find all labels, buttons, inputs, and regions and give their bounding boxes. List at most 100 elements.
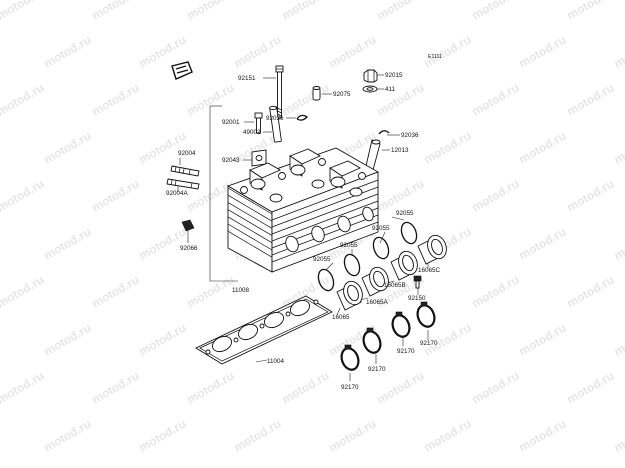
watermark-text: motod.ru: [42, 224, 94, 262]
watermark-text: motod.ru: [375, 368, 427, 406]
watermark-text: motod.ru: [185, 0, 237, 23]
watermark-text: motod.ru: [185, 80, 237, 118]
callout-92004A: 92004A: [166, 190, 189, 197]
nut-92015: [363, 69, 378, 83]
watermark-text: motod.ru: [0, 176, 47, 214]
watermark-text: motod.ru: [565, 80, 617, 118]
callout-92036-upper: 92036: [266, 115, 284, 122]
watermark-text: motod.ru: [422, 416, 474, 454]
watermark-text: motod.ru: [90, 0, 142, 23]
watermark-text: motod.ru: [232, 416, 284, 454]
watermark-text: motod.ru: [565, 0, 617, 23]
holder-16065C: [417, 234, 447, 265]
watermark-text: motod.ru: [565, 272, 617, 310]
watermark-text: motod.ru: [137, 224, 189, 262]
watermark-text: motod.ru: [185, 368, 237, 406]
callout-92015: 92015: [385, 72, 403, 79]
ref-code: E1111: [428, 54, 442, 60]
callout-16065: 16065: [332, 314, 350, 321]
watermark-text: motod.ru: [0, 0, 47, 23]
long-stud-92151: [275, 65, 284, 119]
watermark-text: motod.ru: [517, 320, 569, 358]
callout-92055-d: 92055: [313, 256, 331, 263]
stud-92004A: [166, 178, 200, 190]
clip-92036-right: [378, 130, 390, 135]
watermark-text: motod.ru: [470, 80, 522, 118]
o-rings-92055: [317, 221, 418, 292]
watermark-text: motod.ru: [327, 32, 379, 70]
watermark-text: motod.ru: [42, 128, 94, 166]
watermark-text: motod.ru: [565, 368, 617, 406]
washer-411: [362, 85, 378, 93]
watermark-text: motod.ru: [280, 80, 332, 118]
callout-92055-b: 92055: [372, 225, 390, 232]
watermark-text: motod.ru: [612, 128, 625, 166]
watermark-text: motod.ru: [565, 176, 617, 214]
cap-92075: [312, 86, 321, 101]
watermark-text: motod.ru: [470, 272, 522, 310]
callout-92170-a: 92170: [420, 340, 438, 347]
watermark-text: motod.ru: [375, 80, 427, 118]
cap-92043: [251, 149, 267, 167]
head-gasket-11004: [195, 295, 333, 365]
callout-92170-d: 92170: [341, 384, 359, 391]
watermark-text: motod.ru: [232, 32, 284, 70]
watermark-text: motod.ru: [0, 368, 47, 406]
callout-92151: 92151: [238, 75, 256, 82]
watermark-text: motod.ru: [137, 128, 189, 166]
callout-92001: 92001: [222, 119, 240, 126]
callout-12013: 12013: [391, 147, 409, 154]
callout-92055-c: 92055: [340, 242, 358, 249]
watermark-text: motod.ru: [612, 224, 625, 262]
callout-16065A: 16065A: [366, 299, 389, 306]
callout-11008: 11008: [232, 287, 250, 294]
callout-49002: 49002: [243, 129, 261, 136]
watermark-text: motod.ru: [42, 320, 94, 358]
callout-92075: 92075: [333, 91, 351, 98]
callout-11004: 11004: [267, 358, 285, 365]
screw-92150: [413, 275, 422, 289]
callout-16065C: 16065C: [418, 267, 441, 274]
watermark-text: motod.ru: [137, 416, 189, 454]
bolt-92001: [254, 112, 263, 134]
callout-16065B: 16065B: [384, 282, 406, 289]
callout-92004: 92004: [178, 150, 196, 157]
holder-16065A: [361, 266, 389, 297]
watermark-text: motod.ru: [185, 272, 237, 310]
watermark-text: motod.ru: [517, 128, 569, 166]
callout-92036-right: 92036: [401, 132, 419, 139]
callout-92170-c: 92170: [368, 366, 386, 373]
watermark-text: motod.ru: [42, 32, 94, 70]
callout-92170-b: 92170: [397, 348, 415, 355]
watermark-text: motod.ru: [470, 368, 522, 406]
callout-92043: 92043: [222, 157, 240, 164]
front-direction-icon: [171, 61, 193, 80]
watermark-text: motod.ru: [612, 32, 625, 70]
watermark-text: motod.ru: [375, 176, 427, 214]
callout-92066: 92066: [180, 245, 198, 252]
watermark-text: motod.ru: [0, 272, 47, 310]
watermark-text: motod.ru: [0, 80, 47, 118]
plug-92066: [181, 219, 195, 232]
watermark-text: motod.ru: [280, 0, 332, 23]
watermark-text: motod.ru: [470, 0, 522, 23]
clamps-92170: [340, 301, 436, 371]
watermark-text: motod.ru: [517, 224, 569, 262]
watermark-text: motod.ru: [90, 272, 142, 310]
watermark-text: motod.ru: [90, 80, 142, 118]
watermark-text: motod.ru: [280, 368, 332, 406]
watermark-text: motod.ru: [517, 32, 569, 70]
callout-411: 411: [385, 86, 396, 93]
watermark-text: motod.ru: [137, 320, 189, 358]
stud-92004: [170, 165, 200, 177]
watermark-text: motod.ru: [90, 176, 142, 214]
watermark-text: motod.ru: [612, 416, 625, 454]
watermark-text: motod.ru: [612, 320, 625, 358]
watermark-text: motod.ru: [517, 416, 569, 454]
watermark-text: motod.ru: [327, 416, 379, 454]
watermark-text: motod.ru: [422, 32, 474, 70]
holder-16065B: [390, 250, 418, 281]
callout-92055-a: 92055: [396, 210, 414, 217]
shaft-49002: [269, 105, 282, 143]
